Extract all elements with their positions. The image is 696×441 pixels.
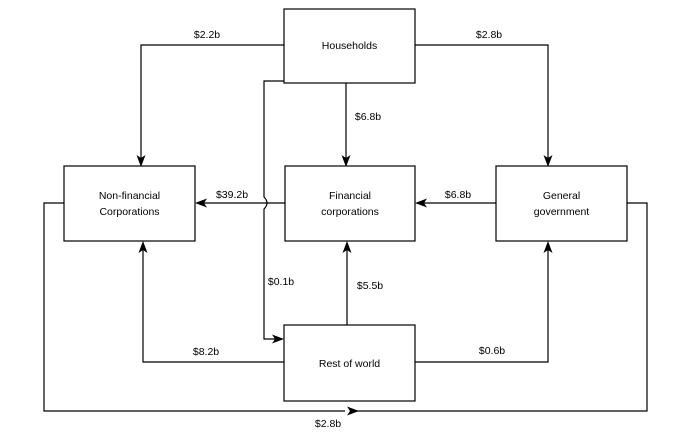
flow-restofworld-to-financial: $5.5b [342,241,383,325]
node-label-nonfinancial-line2: Corporations [99,206,159,218]
arrowhead-fin-nfc [195,198,207,208]
flow-label-gov-fin: $6.8b [445,189,471,201]
arrowhead-row-gov [543,241,553,253]
node-general-government[interactable]: General government [495,165,628,242]
flow-households-to-nonfinancial: $2.2b [136,29,284,167]
flow-line-hh-nfc [140,44,284,160]
flow-label-hh-nfc: $2.2b [194,29,220,41]
node-box-nonfinancial[interactable] [63,165,196,242]
node-label-financial-line2: corporations [321,206,379,218]
arrowhead-gov-fin [415,198,427,208]
flow-financial-to-nonfinancial: $39.2b [195,189,285,208]
arrowhead-hh-gov [543,155,553,167]
flow-label-hh-row: $0.1b [268,276,294,288]
flow-restofworld-to-nonfinancial: $8.2b [138,241,284,363]
node-financial-corporations[interactable]: Financial corporations [284,165,416,242]
node-box-government[interactable] [495,165,628,242]
arrowhead-hh-fin [341,155,351,167]
flow-label-row-gov: $0.6b [479,345,505,357]
flow-line-nfc-gov-left [43,202,345,412]
arrowhead-nfc-gov-outer [347,406,359,416]
flow-households-to-government: $2.8b [415,29,553,167]
flow-line-row-nfc [142,248,284,363]
flow-line-hh-row [263,80,284,340]
node-box-restofworld[interactable] [283,324,416,402]
arrowhead-row-nfc [138,241,148,253]
flow-label-row-fin: $5.5b [357,280,383,292]
node-label-households: Households [322,40,377,52]
node-label-restofworld: Rest of world [319,358,380,370]
node-label-financial-line1: Financial [329,190,371,202]
node-box-financial[interactable] [284,165,416,242]
flow-households-to-financial: $6.8b [341,83,381,167]
flow-line-nfc-gov-right [352,202,648,412]
node-label-government-line2: government [534,206,590,218]
node-nonfinancial-corporations[interactable]: Non-financial Corporations [63,165,196,242]
arrowhead-hh-row [272,334,284,344]
flow-government-to-financial: $6.8b [415,189,496,208]
flow-nonfinancial-to-government-outer: $2.8b [43,202,648,430]
node-households[interactable]: Households [283,8,416,84]
flow-restofworld-to-government: $0.6b [415,241,553,363]
node-label-nonfinancial-line1: Non-financial [99,190,160,202]
node-rest-of-world[interactable]: Rest of world [283,324,416,402]
flow-label-fin-nfc: $39.2b [216,189,248,201]
flow-line-row-gov [415,248,549,363]
flow-label-row-nfc: $8.2b [193,346,219,358]
node-box-households[interactable] [283,8,416,84]
arrowhead-hh-nfc [136,155,146,167]
flow-label-hh-gov: $2.8b [476,29,502,41]
flow-line-hh-gov [415,44,549,160]
node-label-government-line1: General [543,190,580,202]
arrowhead-row-fin [342,241,352,253]
flow-label-hh-fin: $6.8b [355,111,381,123]
flow-label-nfc-gov-outer: $2.8b [315,418,341,430]
